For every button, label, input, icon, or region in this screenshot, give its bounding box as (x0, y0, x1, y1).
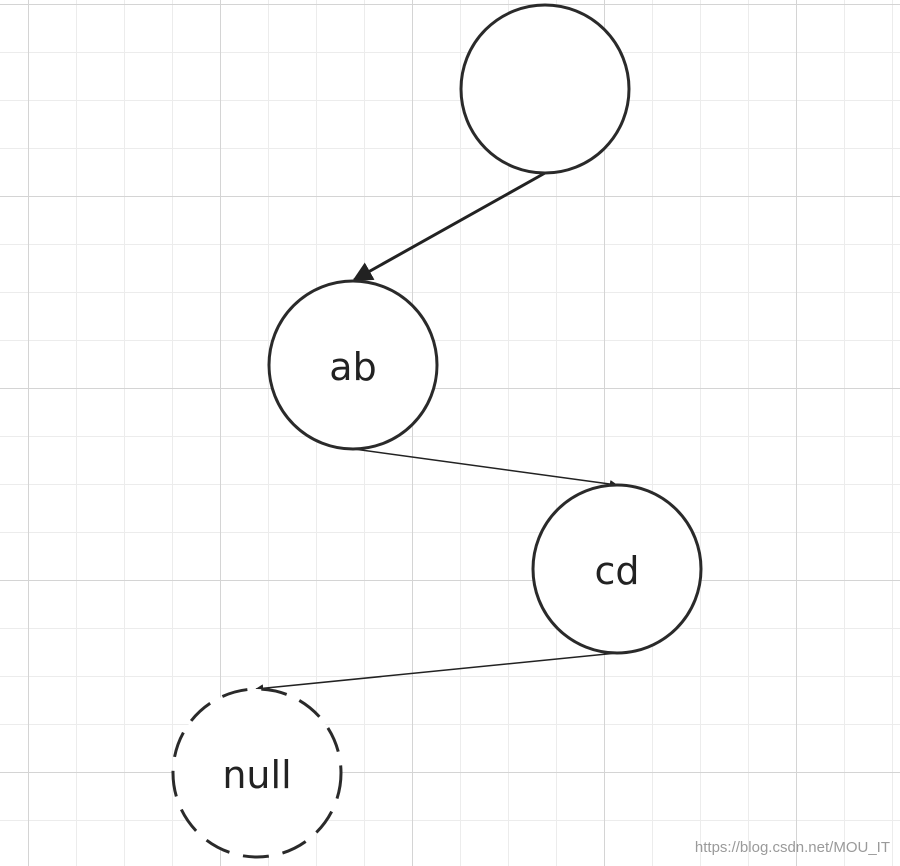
node-root (459, 3, 631, 175)
edge-root-to-ab (352, 171, 546, 282)
node-ab: ab (267, 279, 439, 451)
watermark-text: https://blog.csdn.net/MOU_IT (694, 839, 890, 856)
edge-cd-to-null (255, 652, 618, 693)
node-cd: cd (531, 483, 703, 655)
edge-ab-to-cd (353, 448, 618, 488)
node-null: null (171, 687, 343, 859)
node-null-label: null (222, 753, 291, 797)
node-ab-label: ab (329, 345, 376, 389)
node-cd-label: cd (594, 549, 639, 593)
